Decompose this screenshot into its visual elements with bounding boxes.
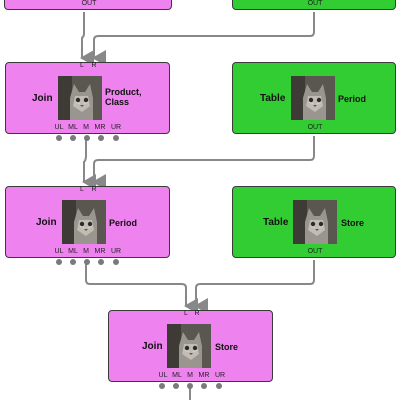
port-l[interactable]: L [80, 186, 84, 193]
port-out[interactable]: OUT [307, 248, 323, 255]
port-dot[interactable] [98, 135, 104, 141]
cat-photo-image [291, 76, 335, 120]
port-out[interactable]: OUT [81, 0, 97, 7]
port-ur[interactable]: UR [214, 372, 226, 379]
port-out[interactable]: OUT [307, 124, 323, 131]
port-dot[interactable] [84, 135, 90, 141]
node-top-left[interactable]: OUT [4, 0, 172, 10]
port-l[interactable]: L [184, 310, 188, 317]
port-dot[interactable] [216, 383, 222, 389]
port-out[interactable]: OUT [307, 0, 323, 7]
operator-label: Join [32, 93, 53, 104]
port-dot[interactable] [98, 259, 104, 265]
port-m[interactable]: M [83, 248, 89, 255]
operator-label: Table [263, 217, 289, 228]
port-dot[interactable] [187, 383, 193, 389]
cat-photo-image [293, 200, 337, 244]
port-dot[interactable] [113, 259, 119, 265]
port-dot[interactable] [84, 259, 90, 265]
node-join-1[interactable]: L R Join Product, Class UL ML M MR UR [5, 62, 170, 134]
operator-label: Table [260, 93, 286, 104]
port-dot[interactable] [159, 383, 165, 389]
cat-photo-image [58, 76, 102, 120]
cat-photo-image [62, 200, 106, 244]
port-ur[interactable]: UR [110, 124, 122, 131]
port-dot[interactable] [113, 135, 119, 141]
port-m[interactable]: M [187, 372, 193, 379]
port-mr[interactable]: MR [94, 124, 106, 131]
port-ml[interactable]: ML [68, 248, 78, 255]
node-table-1[interactable]: Table Period OUT [232, 62, 396, 134]
edge-topleft-to-join1-left [80, 12, 94, 66]
attribute-label: Period [109, 218, 138, 228]
port-ul[interactable]: UL [54, 248, 64, 255]
cat-photo-image [167, 324, 211, 368]
port-r[interactable]: R [91, 186, 97, 193]
edge-join2-to-join3-left [85, 262, 198, 314]
edge-table2-to-join3-right [194, 260, 315, 314]
node-join-2[interactable]: L R Join Period UL ML M MR UR [5, 186, 170, 258]
port-dot[interactable] [56, 135, 62, 141]
port-r[interactable]: R [91, 62, 97, 69]
port-m[interactable]: M [83, 124, 89, 131]
edge-table1-to-join2-right [92, 136, 315, 190]
port-dot[interactable] [70, 135, 76, 141]
port-ml[interactable]: ML [172, 372, 182, 379]
port-ul[interactable]: UL [158, 372, 168, 379]
operator-label: Join [142, 341, 163, 352]
port-l[interactable]: L [80, 62, 84, 69]
operator-label: Join [36, 217, 57, 228]
port-mr[interactable]: MR [94, 248, 106, 255]
port-dot[interactable] [70, 259, 76, 265]
edge-topright-to-join1-right [92, 12, 315, 66]
attribute-label: Product, Class [105, 87, 142, 107]
attribute-label: Store [341, 218, 365, 228]
node-table-2[interactable]: Table Store OUT [232, 186, 396, 258]
port-ul[interactable]: UL [54, 124, 64, 131]
port-ur[interactable]: UR [110, 248, 122, 255]
attribute-label: Period [338, 94, 367, 104]
port-ml[interactable]: ML [68, 124, 78, 131]
port-dot[interactable] [56, 259, 62, 265]
port-r[interactable]: R [194, 310, 200, 317]
attribute-label: Store [215, 342, 239, 352]
edge-join1-to-join2-left [82, 138, 96, 190]
node-top-right[interactable]: OUT [232, 0, 396, 10]
node-join-3[interactable]: L R Join Store UL ML M MR UR [108, 310, 273, 382]
port-mr[interactable]: MR [198, 372, 210, 379]
port-dot[interactable] [201, 383, 207, 389]
port-dot[interactable] [173, 383, 179, 389]
